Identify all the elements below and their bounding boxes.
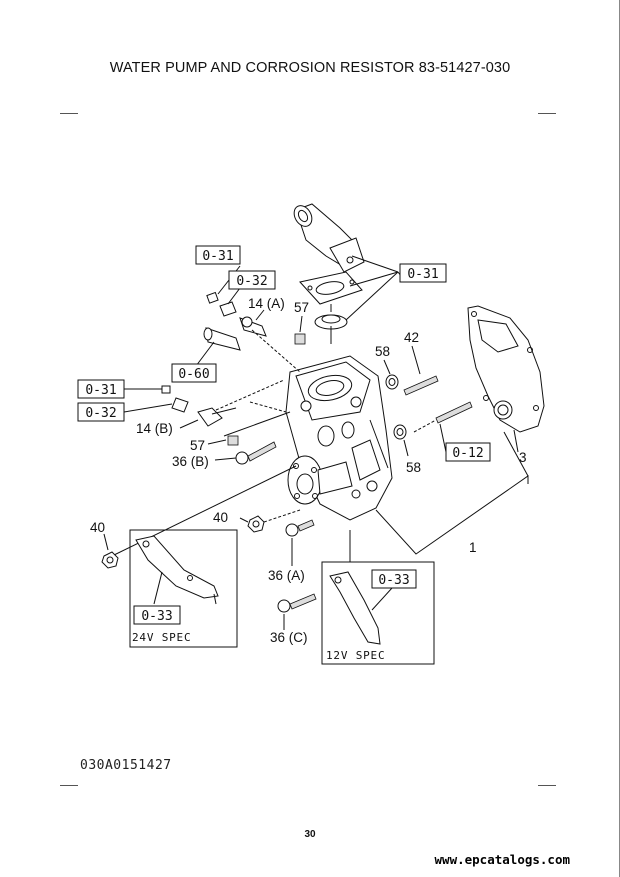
watermark-link[interactable]: www.epcatalogs.com bbox=[434, 852, 570, 867]
page-title: WATER PUMP AND CORROSION RESISTOR 83-514… bbox=[109, 60, 511, 76]
ref-box-060: 0-60 bbox=[171, 363, 217, 383]
callout-40b: 40 bbox=[213, 510, 228, 525]
ref-box-031-left: 0-31 bbox=[77, 379, 125, 399]
stud-42-part bbox=[403, 375, 439, 396]
crop-mark-bottom-left bbox=[60, 785, 78, 786]
inset-24v-label: 24V SPEC bbox=[132, 631, 191, 644]
svg-text:0-32: 0-32 bbox=[85, 406, 116, 421]
bolt-36c-part bbox=[277, 593, 317, 613]
plug-57a-part bbox=[294, 333, 306, 345]
callout-3: 3 bbox=[519, 450, 527, 465]
plug-57b-part bbox=[227, 435, 239, 446]
callout-14a: 14 (A) bbox=[248, 296, 285, 311]
svg-text:0-33: 0-33 bbox=[141, 609, 172, 624]
plug-032-top-part bbox=[219, 301, 237, 317]
ref-box-033-right: 0-33 bbox=[371, 569, 417, 589]
svg-text:0-31: 0-31 bbox=[407, 267, 438, 282]
page-number: 30 bbox=[304, 829, 316, 840]
ref-box-032-left: 0-32 bbox=[77, 402, 125, 422]
callout-57a: 57 bbox=[294, 300, 309, 315]
bolt-36a-part bbox=[285, 519, 315, 537]
fitting-14a-part bbox=[239, 316, 267, 337]
nut-40a-part bbox=[101, 551, 119, 569]
crop-mark-top-right bbox=[538, 113, 556, 114]
svg-text:0-12: 0-12 bbox=[452, 446, 483, 461]
figure-code: 030A0151427 bbox=[80, 758, 172, 773]
crop-mark-bottom-right bbox=[538, 785, 556, 786]
svg-text:0-33: 0-33 bbox=[378, 573, 409, 588]
svg-text:0-31: 0-31 bbox=[202, 249, 233, 264]
thermostat-housing-part bbox=[293, 203, 365, 273]
plug-031-top-part bbox=[206, 291, 219, 304]
nut-58a-part bbox=[385, 374, 399, 390]
callout-42: 42 bbox=[404, 330, 419, 345]
ref-box-012: 0-12 bbox=[445, 442, 491, 462]
bolt-36b-part bbox=[235, 441, 277, 465]
callout-1: 1 bbox=[469, 540, 477, 555]
stud-012-part bbox=[413, 401, 473, 433]
thermostat-part bbox=[314, 304, 348, 344]
callout-40a: 40 bbox=[90, 520, 105, 535]
inset-12v-box bbox=[321, 530, 435, 665]
svg-text:0-60: 0-60 bbox=[178, 367, 209, 382]
pump-pulley-hub-part bbox=[287, 455, 353, 505]
ref-box-032-top: 0-32 bbox=[228, 270, 276, 290]
callout-14b: 14 (B) bbox=[136, 421, 173, 436]
elbow-14b-part bbox=[197, 407, 237, 427]
nut-40b-part bbox=[247, 515, 265, 533]
inset-12v-label: 12V SPEC bbox=[326, 649, 385, 662]
callout-58a: 58 bbox=[375, 344, 390, 359]
thermostat-gasket-part bbox=[299, 271, 363, 305]
callout-36a: 36 (A) bbox=[268, 568, 305, 583]
svg-text:0-31: 0-31 bbox=[85, 383, 116, 398]
inset-24v-box bbox=[129, 529, 238, 648]
callout-36c: 36 (C) bbox=[270, 630, 308, 645]
ref-box-031-right: 0-31 bbox=[399, 263, 447, 283]
plug-031-left-part bbox=[161, 385, 171, 394]
callout-57b: 57 bbox=[190, 438, 205, 453]
ref-box-033-left: 0-33 bbox=[133, 605, 181, 625]
nut-58b-part bbox=[393, 424, 407, 440]
crop-mark-top-left bbox=[60, 113, 78, 114]
callout-36b: 36 (B) bbox=[172, 454, 209, 469]
ref-box-031-top: 0-31 bbox=[195, 245, 241, 265]
plug-032-left-part bbox=[171, 397, 189, 413]
hose-fitting-060-part bbox=[203, 327, 241, 351]
svg-text:0-32: 0-32 bbox=[236, 274, 267, 289]
corrosion-resistor-plate-part bbox=[467, 305, 545, 433]
callout-58b: 58 bbox=[406, 460, 421, 475]
